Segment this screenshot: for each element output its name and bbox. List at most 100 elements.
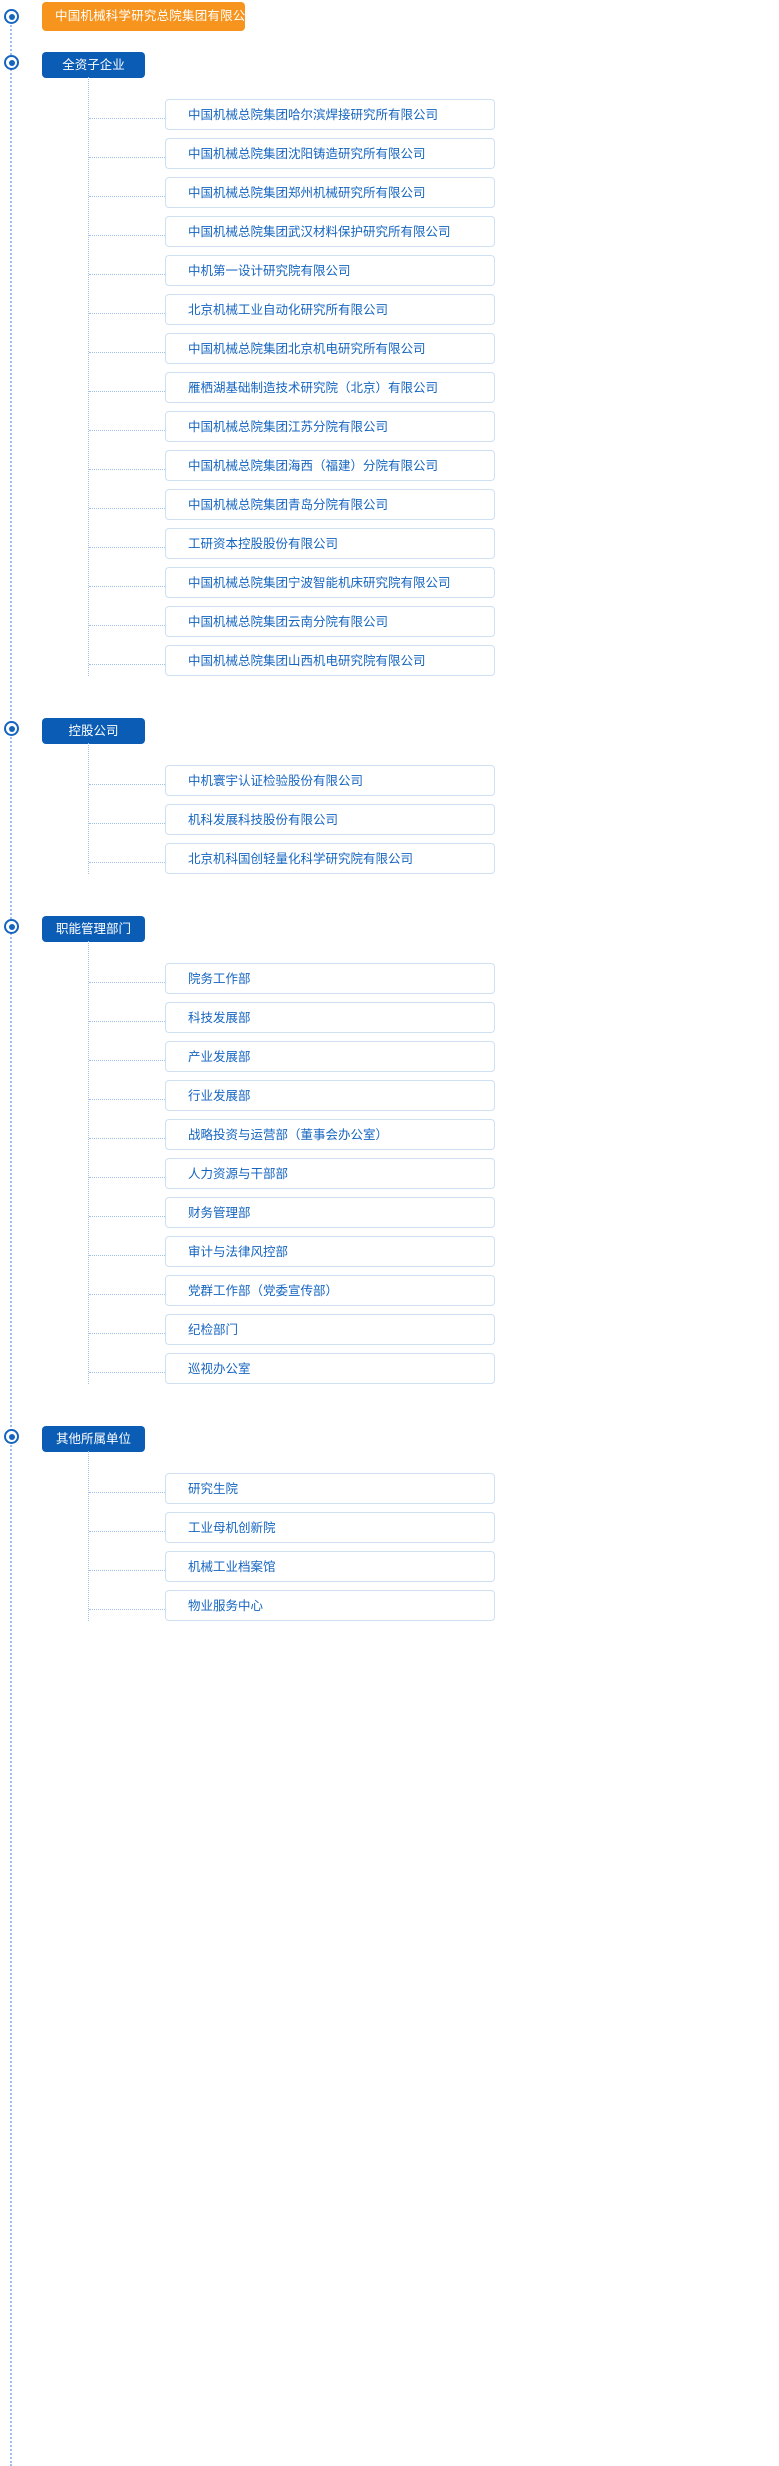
org-unit-card[interactable]: 雁栖湖基础制造技术研究院（北京）有限公司 [165,372,495,403]
org-item-row: 巡视办公室 [0,1353,779,1392]
org-section: 职能管理部门院务工作部科技发展部产业发展部行业发展部战略投资与运营部（董事会办公… [0,916,779,1426]
section-items: 院务工作部科技发展部产业发展部行业发展部战略投资与运营部（董事会办公室） 人力资源… [0,941,779,1392]
org-item-row: 战略投资与运营部（董事会办公室） [0,1119,779,1158]
branch-rail [88,1451,89,1621]
org-unit-card[interactable]: 中国机械总院集团云南分院有限公司 [165,606,495,637]
org-unit-card[interactable]: 研究生院 [165,1473,495,1504]
org-unit-card[interactable]: 巡视办公室 [165,1353,495,1384]
connector-line [89,391,165,392]
org-unit-card[interactable]: 纪检部门 [165,1314,495,1345]
org-item-row: 中国机械总院集团海西（福建）分院有限公司 [0,450,779,489]
org-item-row: 中机第一设计研究院有限公司 [0,255,779,294]
org-unit-card[interactable]: 中国机械总院集团山西机电研究院有限公司 [165,645,495,676]
timeline-dot-icon [4,919,19,934]
org-unit-card[interactable]: 产业发展部 [165,1041,495,1072]
section-header-row: 其他所属单位 [0,1426,779,1465]
sections-container: 全资子企业中国机械总院集团哈尔滨焊接研究所有限公司中国机械总院集团沈阳铸造研究所… [0,52,779,1629]
org-unit-card[interactable]: 战略投资与运营部（董事会办公室） [165,1119,495,1150]
section-items: 研究生院工业母机创新院机械工业档案馆物业服务中心 [0,1451,779,1629]
org-unit-card[interactable]: 中国机械总院集团哈尔滨焊接研究所有限公司 [165,99,495,130]
branch-rail [88,743,89,874]
org-unit-card[interactable]: 中国机械总院集团宁波智能机床研究院有限公司 [165,567,495,598]
timeline-dot-icon [4,9,19,24]
section-title[interactable]: 其他所属单位 [42,1426,145,1452]
connector-line [89,274,165,275]
org-item-row: 机科发展科技股份有限公司 [0,804,779,843]
org-item-row: 物业服务中心 [0,1590,779,1629]
org-unit-card[interactable]: 中国机械总院集团青岛分院有限公司 [165,489,495,520]
section-title[interactable]: 全资子企业 [42,52,145,78]
org-unit-card[interactable]: 机科发展科技股份有限公司 [165,804,495,835]
connector-line [89,784,165,785]
org-item-row: 财务管理部 [0,1197,779,1236]
section-spacer [0,882,779,916]
org-unit-card[interactable]: 中国机械总院集团北京机电研究所有限公司 [165,333,495,364]
org-unit-card[interactable]: 中机第一设计研究院有限公司 [165,255,495,286]
section-title[interactable]: 控股公司 [42,718,145,744]
org-item-row: 中国机械总院集团山西机电研究院有限公司 [0,645,779,684]
org-unit-card[interactable]: 机械工业档案馆 [165,1551,495,1582]
org-item-row: 科技发展部 [0,1002,779,1041]
org-unit-card[interactable]: 北京机科国创轻量化科学研究院有限公司 [165,843,495,874]
org-unit-card[interactable]: 中国机械总院集团江苏分院有限公司 [165,411,495,442]
connector-line [89,625,165,626]
org-unit-card[interactable]: 科技发展部 [165,1002,495,1033]
org-item-row: 中国机械总院集团宁波智能机床研究院有限公司 [0,567,779,606]
branch-rail [88,77,89,676]
section-header-row: 全资子企业 [0,52,779,91]
org-unit-card[interactable]: 工研资本控股股份有限公司 [165,528,495,559]
connector-line [89,313,165,314]
connector-line [89,1570,165,1571]
root-node-row: 中国机械科学研究总院集团有限公司 [0,0,779,52]
section-title[interactable]: 职能管理部门 [42,916,145,942]
org-unit-card[interactable]: 中国机械总院集团武汉材料保护研究所有限公司 [165,216,495,247]
connector-line [89,235,165,236]
timeline-dot-icon [4,1429,19,1444]
org-item-row: 研究生院 [0,1473,779,1512]
section-items: 中国机械总院集团哈尔滨焊接研究所有限公司中国机械总院集团沈阳铸造研究所有限公司中… [0,77,779,684]
org-item-row: 北京机械工业自动化研究所有限公司 [0,294,779,333]
org-item-row: 党群工作部（党委宣传部） [0,1275,779,1314]
connector-line [89,118,165,119]
org-unit-card[interactable]: 工业母机创新院 [165,1512,495,1543]
org-section: 其他所属单位研究生院工业母机创新院机械工业档案馆物业服务中心 [0,1426,779,1629]
timeline-dot-icon [4,721,19,736]
connector-line [89,352,165,353]
timeline-rail [10,14,12,2466]
org-unit-card[interactable]: 行业发展部 [165,1080,495,1111]
connector-line [89,1372,165,1373]
connector-line [89,1609,165,1610]
org-unit-card[interactable]: 人力资源与干部部 [165,1158,495,1189]
section-spacer [0,1392,779,1426]
org-item-row: 机械工业档案馆 [0,1551,779,1590]
connector-line [89,1492,165,1493]
section-header-row: 职能管理部门 [0,916,779,955]
org-unit-card[interactable]: 北京机械工业自动化研究所有限公司 [165,294,495,325]
connector-line [89,196,165,197]
connector-line [89,469,165,470]
org-item-row: 工研资本控股股份有限公司 [0,528,779,567]
org-unit-card[interactable]: 物业服务中心 [165,1590,495,1621]
org-unit-card[interactable]: 中机寰宇认证检验股份有限公司 [165,765,495,796]
connector-line [89,1138,165,1139]
org-unit-card[interactable]: 中国机械总院集团沈阳铸造研究所有限公司 [165,138,495,169]
org-item-row: 中国机械总院集团沈阳铸造研究所有限公司 [0,138,779,177]
org-unit-card[interactable]: 财务管理部 [165,1197,495,1228]
root-company-node[interactable]: 中国机械科学研究总院集团有限公司 [42,2,258,31]
org-section: 全资子企业中国机械总院集团哈尔滨焊接研究所有限公司中国机械总院集团沈阳铸造研究所… [0,52,779,718]
connector-line [89,547,165,548]
org-item-row: 中国机械总院集团青岛分院有限公司 [0,489,779,528]
org-unit-card[interactable]: 中国机械总院集团海西（福建）分院有限公司 [165,450,495,481]
org-item-row: 院务工作部 [0,963,779,1002]
org-item-row: 行业发展部 [0,1080,779,1119]
org-unit-card[interactable]: 中国机械总院集团郑州机械研究所有限公司 [165,177,495,208]
section-items: 中机寰宇认证检验股份有限公司机科发展科技股份有限公司北京机科国创轻量化科学研究院… [0,743,779,882]
org-unit-card[interactable]: 党群工作部（党委宣传部） [165,1275,495,1306]
org-item-row: 纪检部门 [0,1314,779,1353]
org-item-row: 人力资源与干部部 [0,1158,779,1197]
org-unit-card[interactable]: 院务工作部 [165,963,495,994]
connector-line [89,1177,165,1178]
connector-line [89,157,165,158]
org-item-row: 中国机械总院集团郑州机械研究所有限公司 [0,177,779,216]
org-unit-card[interactable]: 审计与法律风控部 [165,1236,495,1267]
